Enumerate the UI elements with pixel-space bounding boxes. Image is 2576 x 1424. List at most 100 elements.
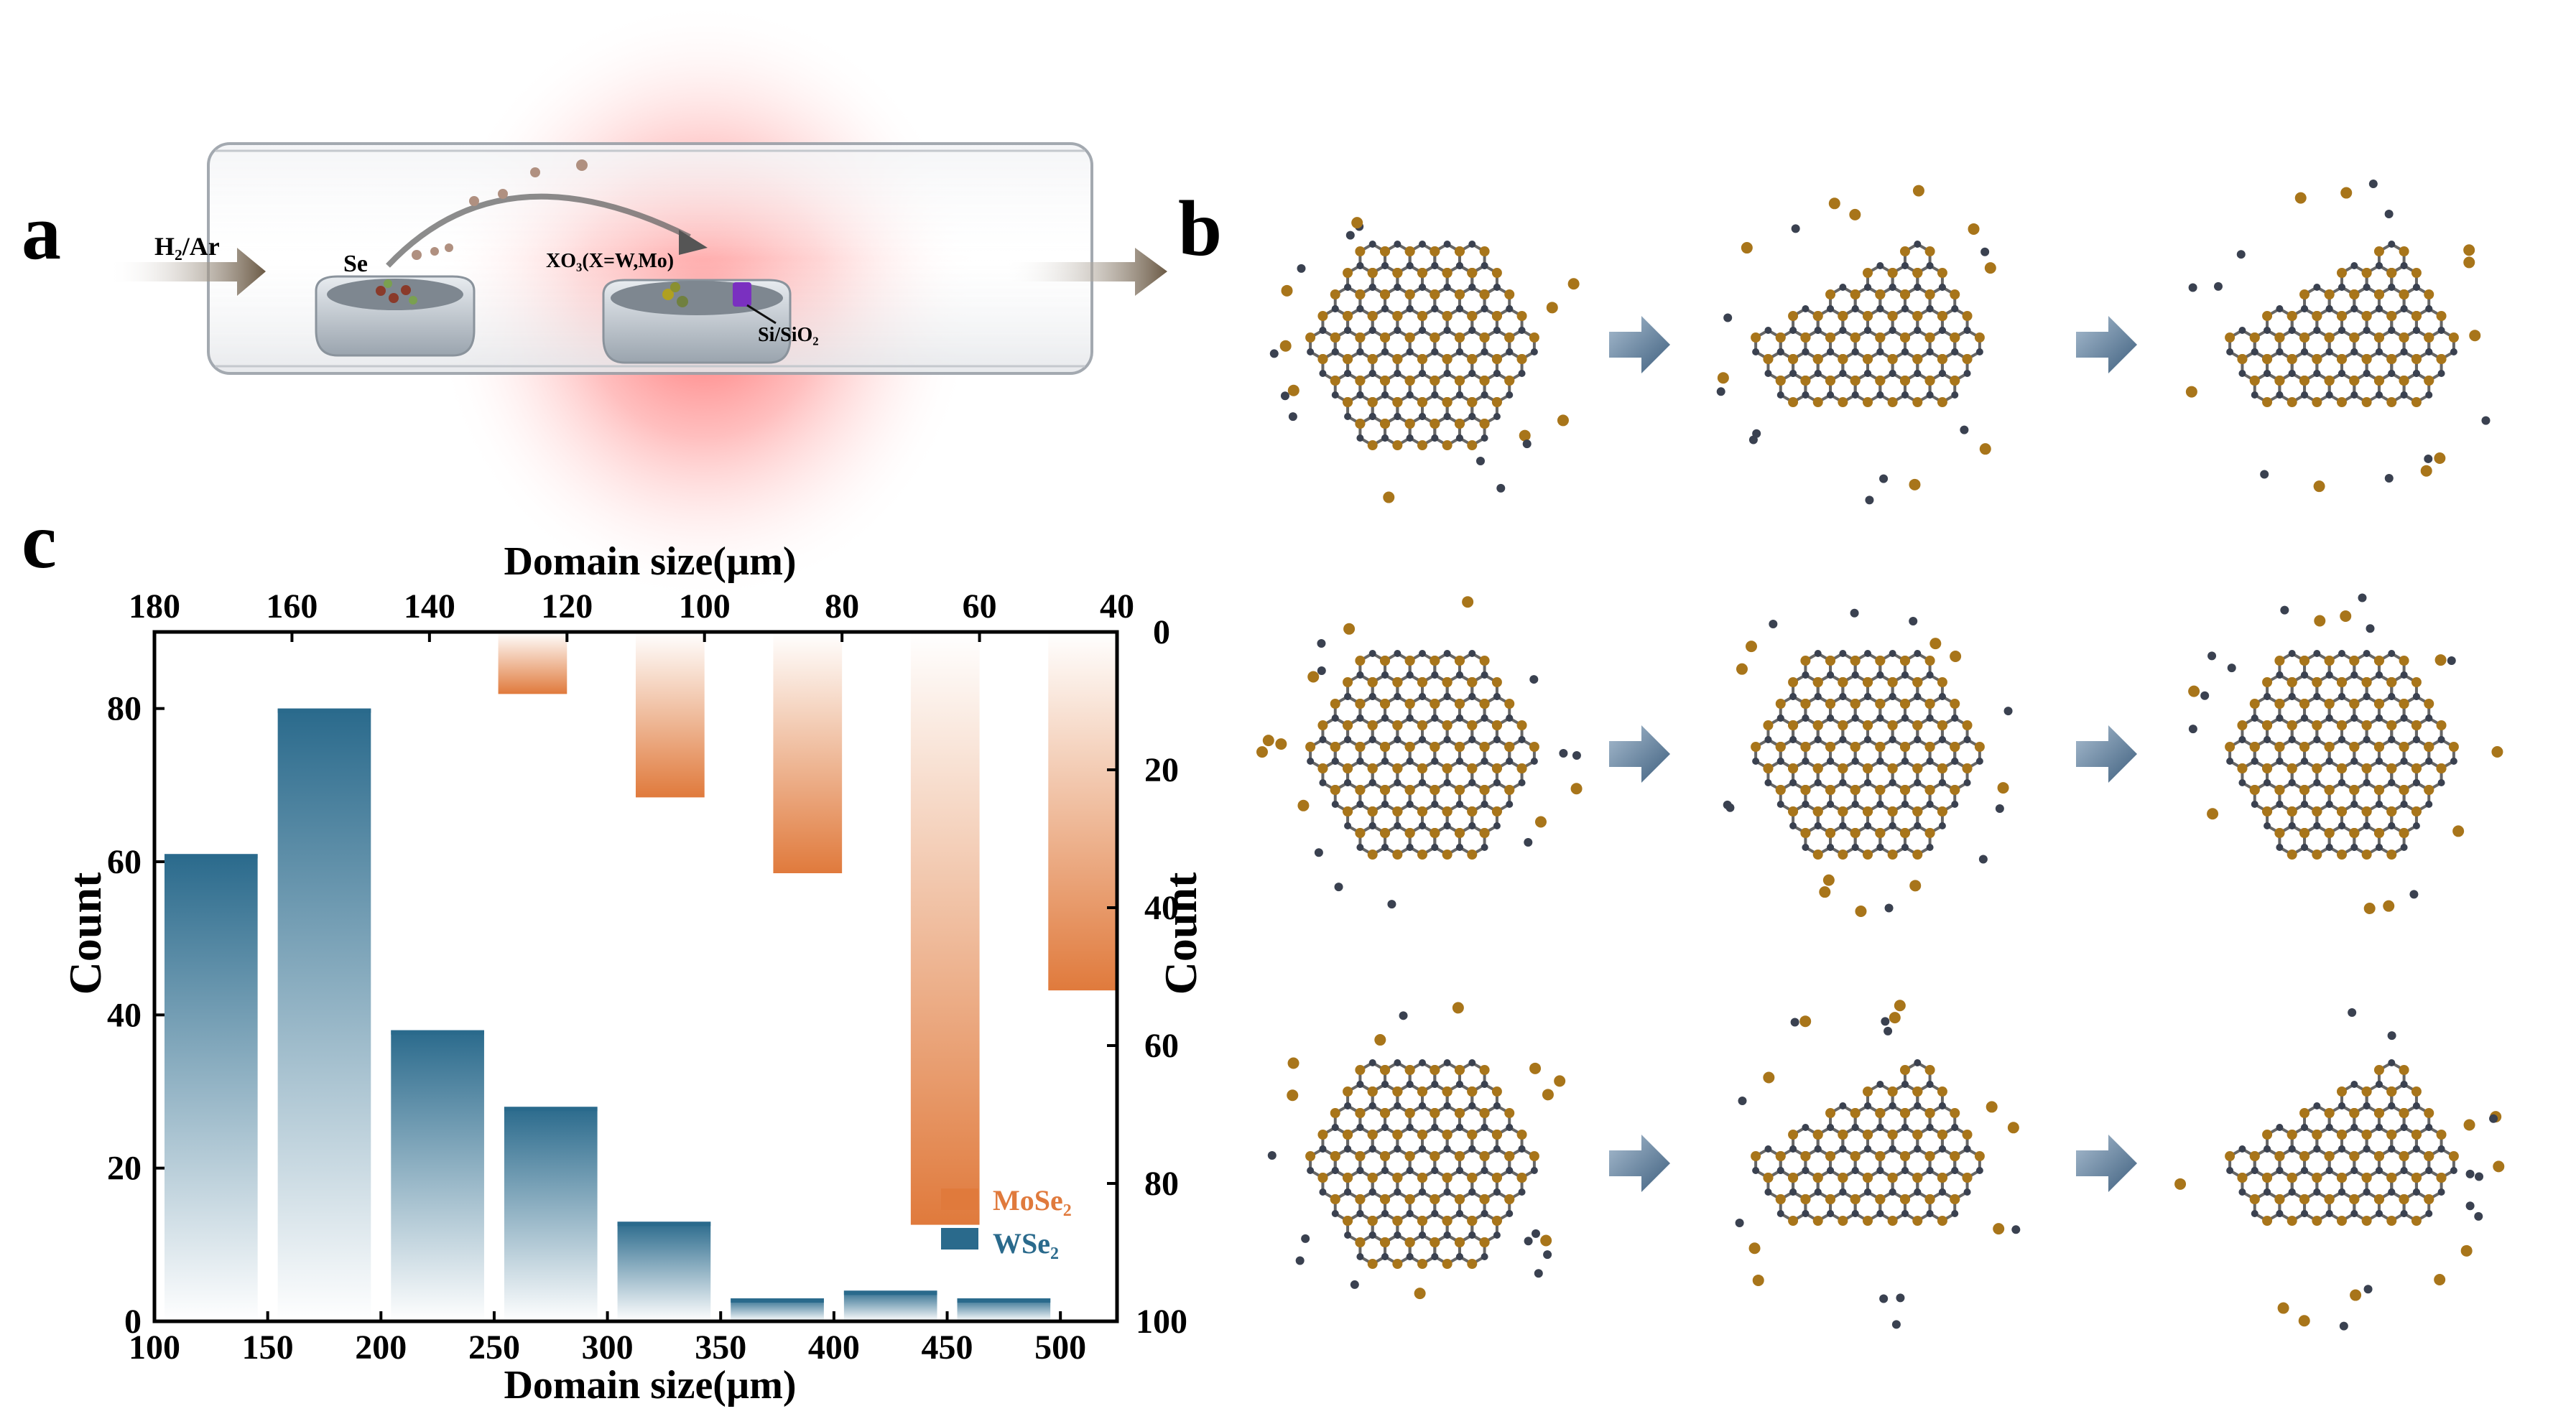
bar-wse2: [277, 708, 371, 1321]
wse2-bars: [165, 708, 1051, 1321]
substrate-label: Si/SiO₂: [758, 324, 819, 346]
panel-a: a H₂/Ar Se: [22, 0, 1167, 603]
lattice-hex: [1269, 217, 1580, 503]
y-tick-label: 60: [107, 843, 142, 881]
gas-label: H₂/Ar: [154, 232, 220, 261]
y-tick-label: 80: [107, 690, 142, 728]
right-arrow-icon: [2076, 725, 2137, 783]
x-axis-label: Domain size(µm): [504, 1363, 796, 1407]
bar-mose2: [910, 632, 980, 1225]
right-axis-ticks: 0 20 40 60 80 100: [1107, 613, 1187, 1341]
legend-swatch-wse2: [941, 1228, 978, 1250]
right-arrow-icon: [1609, 725, 1670, 783]
top-x-tick-label: 120: [541, 587, 593, 625]
bar-wse2: [504, 1107, 598, 1321]
lattice-tri: [1716, 185, 1996, 505]
x-tick-label: 150: [242, 1328, 294, 1367]
right-arrow-icon: [1609, 316, 1670, 373]
x-tick-label: 300: [582, 1328, 634, 1367]
oxide-label: XO₃(X=W,Mo): [546, 250, 674, 272]
vapor-arc: [386, 193, 691, 268]
transformation-arrows: [1609, 316, 2137, 1192]
bar-wse2: [617, 1221, 711, 1321]
plot-frame: [152, 630, 1119, 1323]
lattice-tri: [2174, 1008, 2505, 1331]
bar-wse2-cap: [731, 1298, 824, 1303]
bottom-axis-ticks: 100 150 200 250 300 350 400 450 500: [129, 1311, 1086, 1367]
top-x-tick-label: 80: [825, 587, 859, 625]
bar-mose2: [773, 632, 843, 873]
right-y-tick-label: 60: [1144, 1027, 1179, 1065]
si-wafer: [733, 282, 751, 307]
vapor-particles: [412, 159, 588, 260]
lattice-diagrams: [1256, 180, 2505, 1331]
right-y-tick-label: 40: [1144, 889, 1179, 927]
bar-wse2: [391, 1030, 484, 1321]
right-y-tick-label: 0: [1153, 613, 1170, 651]
legend-label-mose2: MoSe₂: [993, 1184, 1072, 1216]
y-tick-label: 0: [124, 1303, 142, 1341]
bar-wse2-cap: [391, 1030, 484, 1035]
y-tick-label: 40: [107, 996, 142, 1034]
top-axis-ticks: 180 160 140 120 100 80 60 40: [129, 587, 1134, 642]
right-arrow-icon: [2076, 316, 2137, 373]
y-axis-label: Count: [60, 872, 111, 995]
legend-label-wse2: WSe₂: [993, 1227, 1059, 1260]
bar-mose2: [636, 632, 705, 798]
top-x-tick-label: 140: [404, 587, 455, 625]
lattice-hex: [1256, 596, 1583, 909]
top-x-tick-label: 180: [129, 587, 180, 625]
legend-swatch-mose2: [941, 1188, 978, 1210]
x-tick-label: 450: [922, 1328, 973, 1367]
right-y-tick-label: 80: [1144, 1165, 1179, 1203]
bar-mose2: [498, 632, 567, 694]
x-tick-label: 400: [808, 1328, 860, 1367]
top-x-tick-label: 40: [1100, 587, 1134, 625]
panel-a-label: a: [22, 188, 61, 276]
bar-wse2-cap: [504, 1107, 598, 1112]
bar-wse2-cap: [277, 708, 371, 713]
x-tick-label: 200: [355, 1328, 407, 1367]
top-x-tick-label: 100: [679, 587, 731, 625]
lattice-tri: [1735, 1000, 2021, 1329]
bar-wse2-cap: [617, 1221, 711, 1227]
lattice-hex: [1267, 1002, 1566, 1300]
substrate-pointer: [746, 304, 777, 325]
bar-wse2: [843, 1290, 937, 1321]
right-arrow-icon: [2076, 1135, 2137, 1192]
bar-wse2: [165, 854, 258, 1321]
lattice-tri: [2185, 180, 2491, 493]
legend: MoSe₂ WSe₂: [941, 1184, 1072, 1260]
bar-mose2: [1048, 632, 1117, 991]
bar-wse2-cap: [957, 1298, 1051, 1303]
top-x-tick-label: 60: [963, 587, 997, 625]
se-boat: [315, 275, 476, 357]
right-y-axis-label: Count: [1155, 872, 1206, 995]
x-tick-label: 250: [468, 1328, 520, 1367]
x-tick-label: 100: [129, 1328, 180, 1367]
vapor-arrowhead-icon: [679, 230, 708, 255]
mose2-bars: [498, 632, 1117, 1225]
panel-c-label: c: [22, 497, 57, 585]
gas-outlet-arrow: [1006, 248, 1167, 296]
right-y-tick-label: 100: [1136, 1303, 1187, 1341]
panel-b-label: b: [1178, 185, 1222, 272]
x-tick-label: 500: [1034, 1328, 1086, 1367]
left-axis-ticks: 0 20 40 60 80: [107, 690, 165, 1341]
bar-wse2-cap: [843, 1290, 937, 1295]
x-tick-label: 350: [695, 1328, 746, 1367]
gas-inlet-arrow: [108, 248, 266, 296]
y-tick-label: 20: [107, 1150, 142, 1188]
panel-b: b: [1178, 180, 2505, 1331]
top-x-tick-label: 160: [266, 587, 318, 625]
se-label: Se: [343, 251, 368, 277]
bar-wse2-cap: [165, 854, 258, 859]
oxide-boat: [602, 279, 792, 364]
right-arrow-icon: [1609, 1135, 1670, 1192]
lattice-hex: [1723, 608, 2013, 917]
right-y-tick-label: 20: [1144, 751, 1179, 789]
lattice-hex: [2188, 593, 2503, 914]
